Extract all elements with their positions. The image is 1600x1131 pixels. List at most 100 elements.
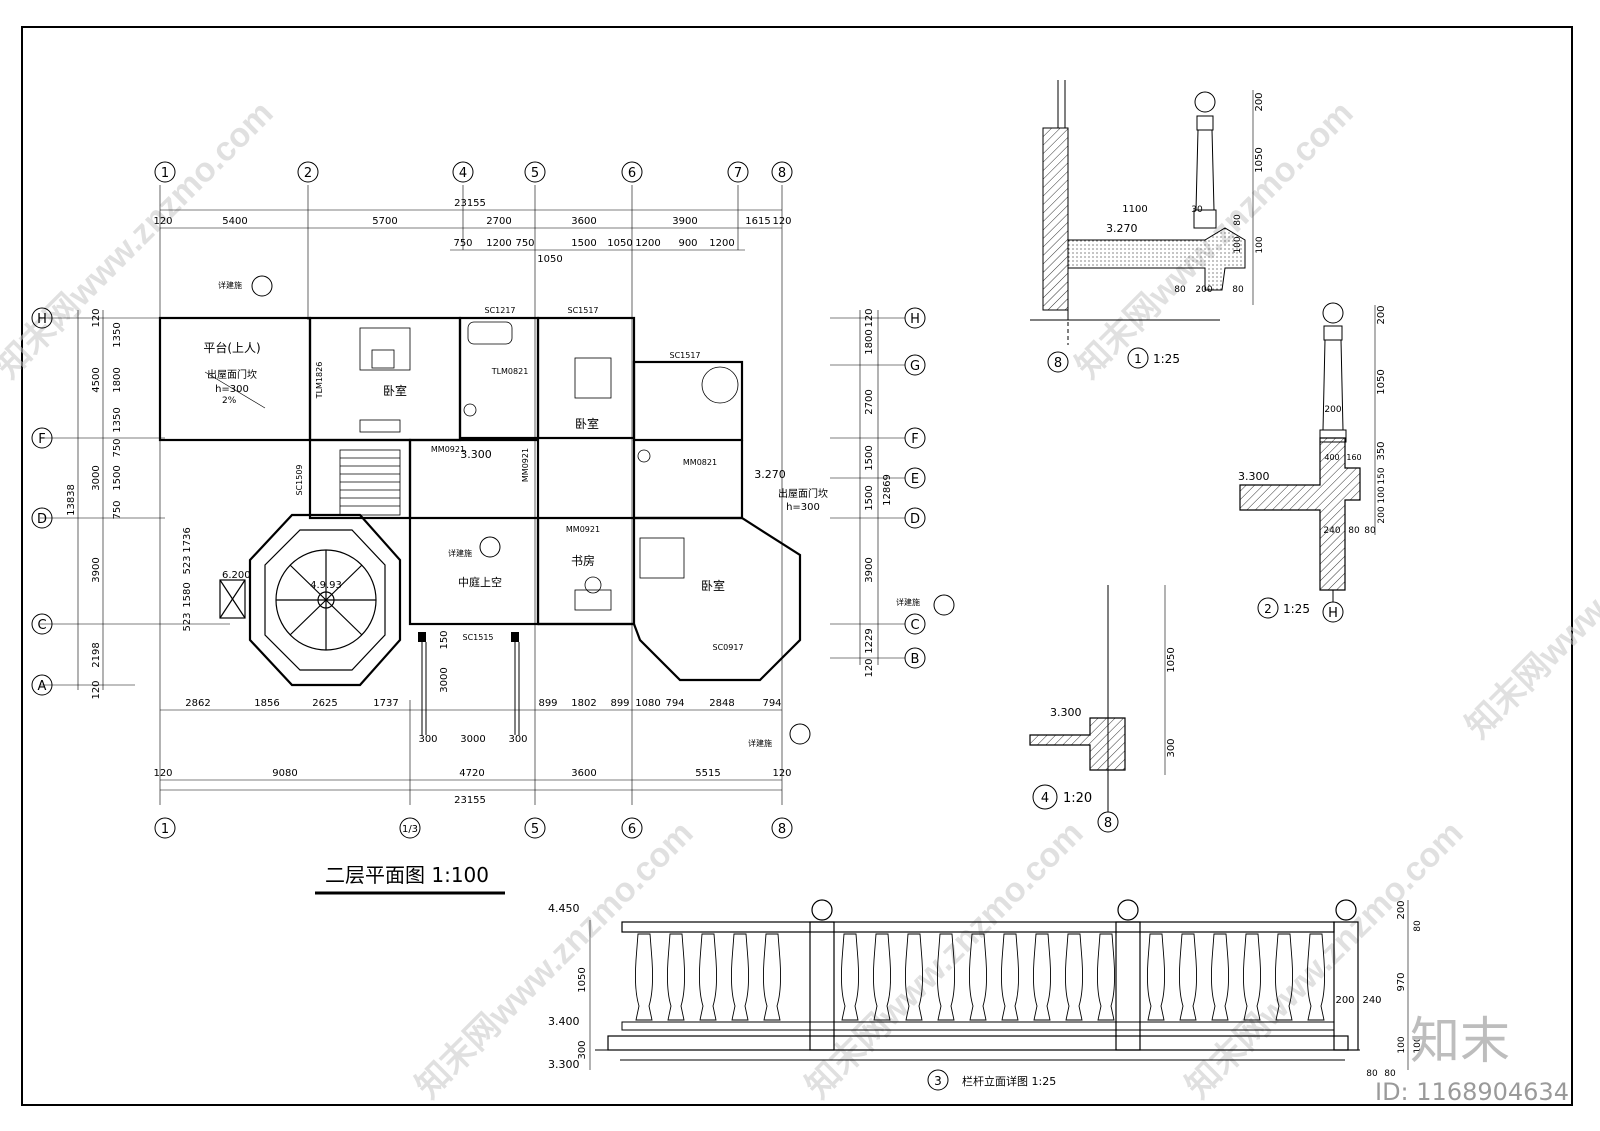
d2-dim-2: 200 xyxy=(1324,405,1341,415)
d2-elev: 3.300 xyxy=(1238,470,1270,483)
d2-number: 2 xyxy=(1264,602,1272,616)
bathtub-icon xyxy=(467,321,513,345)
detail-1: 8 1 1:25 3.270 200 1050 1100 30 80 100 1… xyxy=(1030,80,1265,373)
dim-left-3: 1800 xyxy=(112,367,123,392)
dim-left-4: 1350 xyxy=(112,407,123,432)
dim-right-0: 120 xyxy=(864,308,875,327)
dim-top-extra: 1050 xyxy=(537,254,562,265)
baluster xyxy=(1242,933,1262,1021)
tag-sc1517-b: SC1517 xyxy=(669,351,700,360)
axis-bottom-8: 8 xyxy=(778,822,786,837)
baluster xyxy=(762,933,782,1021)
sheet-border xyxy=(21,26,1573,1106)
toilet-icon xyxy=(463,403,477,417)
baluster xyxy=(872,933,892,1021)
d1-dim-7: 80 xyxy=(1174,285,1186,295)
baluster xyxy=(634,933,654,1021)
d2-dim-0: 200 xyxy=(1376,305,1387,324)
axis-right-D: D xyxy=(910,512,920,527)
dim-left-10: 1736 xyxy=(182,527,193,552)
dim-left-11: 523 xyxy=(182,555,193,574)
opening-tags: SC1217 SC1517 SC1517 SC1509 SC1515 SC091… xyxy=(218,275,955,748)
dim-top2-4: 1050 xyxy=(607,238,632,249)
terrace-h-label: h=300 xyxy=(215,384,249,395)
detail-3-posts xyxy=(809,899,1359,1051)
dim-bottom-3: 1737 xyxy=(373,698,398,709)
tag-sc1509: SC1509 xyxy=(295,464,304,495)
d3-dim-1: 300 xyxy=(577,1040,588,1059)
d1-dim-2: 1100 xyxy=(1122,204,1147,215)
d3-dim-5: 200 xyxy=(1335,995,1354,1006)
d1-dim-6: 100 xyxy=(1255,236,1265,253)
dim-top2-1: 1200 xyxy=(486,238,511,249)
axis-left-H: H xyxy=(37,312,47,327)
d2-dim-1: 1050 xyxy=(1376,369,1387,394)
d1-number: 1 xyxy=(1134,352,1142,366)
drawing-id: ID: 1168904634 xyxy=(1375,1078,1569,1106)
d3-dim-4: 970 xyxy=(1396,972,1407,991)
bedroom2-label: 卧室 xyxy=(575,416,599,431)
d2-dim-10: 160 xyxy=(1346,453,1361,462)
plan-title: 二层平面图 1:100 xyxy=(325,863,489,887)
porch-columns xyxy=(418,632,520,735)
d2-dim-7: 240 xyxy=(1323,526,1340,536)
dim-left-5: 750 xyxy=(112,438,123,457)
slope-label: 2% xyxy=(222,396,237,406)
dim-bottom-1: 1856 xyxy=(254,698,279,709)
baluster xyxy=(1178,933,1198,1021)
dim-left-2: 4500 xyxy=(91,367,102,392)
elev-3270-plan: 3.270 xyxy=(754,468,786,481)
axis-bottom-5: 5 xyxy=(531,822,539,837)
dimension-text: 23155 120 5400 5700 2700 3600 3900 1615 … xyxy=(66,198,893,806)
dim-b2-3: 3600 xyxy=(571,768,596,779)
tv-icon xyxy=(359,419,401,433)
baluster xyxy=(936,933,956,1021)
axis-top-5: 5 xyxy=(531,166,539,181)
axis-bottom-1: 1 xyxy=(161,822,169,837)
axis-right-E: E xyxy=(911,472,919,487)
dim-top2-0: 750 xyxy=(453,238,472,249)
axis-top-2: 2 xyxy=(304,166,312,181)
terrace-door-label: 出屋面门坎 xyxy=(207,368,257,381)
tag-sc1515: SC1515 xyxy=(462,633,493,642)
stair-dim: 4.9.93 xyxy=(310,580,342,591)
dim-right-3: 1500 xyxy=(864,445,875,470)
dim-left-1: 1350 xyxy=(112,322,123,347)
dim-top2-7: 1200 xyxy=(709,238,734,249)
axis-left-C: C xyxy=(37,618,46,633)
bed-icon xyxy=(639,537,685,579)
dim-right-1: 1800 xyxy=(864,329,875,354)
dim-top-4: 3600 xyxy=(571,216,596,227)
axis-top-8: 8 xyxy=(778,166,786,181)
dim-bottom-2: 2625 xyxy=(312,698,337,709)
study-label: 书房 xyxy=(571,553,595,568)
dim-porch-2: 300 xyxy=(508,734,527,745)
dim-left-6: 3000 xyxy=(91,465,102,490)
watermark-6: 知末网www.znzmo.com xyxy=(1459,454,1600,746)
d3-dim-0: 1050 xyxy=(577,967,588,992)
axis-bubbles-left: H F D C A xyxy=(31,307,53,696)
detail-ref-3: 详建施 xyxy=(748,738,772,748)
dim-b2-4: 5515 xyxy=(695,768,720,779)
atrium-label: 中庭上空 xyxy=(458,575,502,589)
dim-total-top: 23155 xyxy=(454,198,486,209)
dim-right-7: 120 xyxy=(864,658,875,677)
d2-dim-11: 400 xyxy=(1324,453,1339,462)
axis-right-C: C xyxy=(910,618,919,633)
elev-6200: 6.200 xyxy=(222,570,251,581)
dim-top-7: 120 xyxy=(772,216,791,227)
d1-label: 1:25 xyxy=(1153,352,1180,366)
dim-top2-6: 900 xyxy=(678,238,697,249)
axis-left-D: D xyxy=(37,512,47,527)
baluster xyxy=(968,933,988,1021)
axis-bottom-1-3: 1/3 xyxy=(402,824,418,835)
bedroom3-label: 卧室 xyxy=(701,578,725,593)
d1-dim-9: 80 xyxy=(1232,285,1244,295)
tag-tlm0821: TLM0821 xyxy=(491,367,529,376)
d2-dim-5: 100 xyxy=(1377,486,1387,503)
dim-top-5: 3900 xyxy=(672,216,697,227)
dim-porch-3: 3000 xyxy=(439,667,450,692)
axis-right-H: H xyxy=(910,312,920,327)
dim-b2-5: 120 xyxy=(772,768,791,779)
